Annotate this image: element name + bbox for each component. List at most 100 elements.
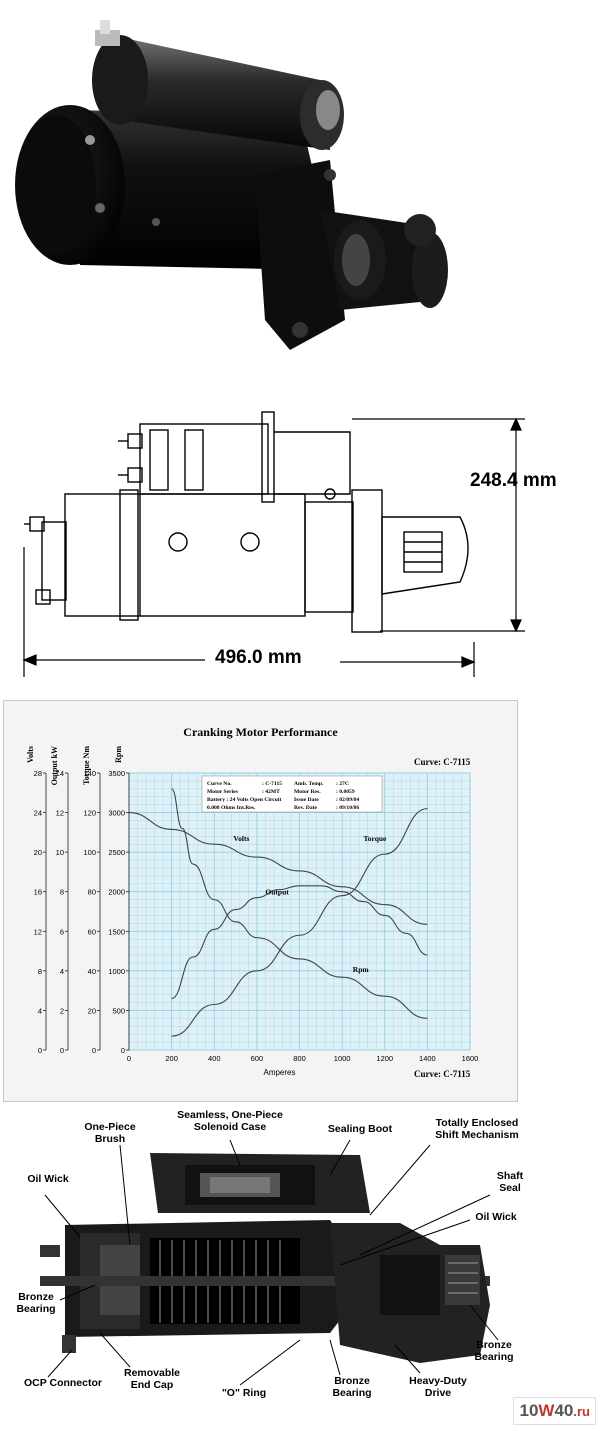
- chart-axes: 0481216202428024681012140204060801001201…: [34, 769, 479, 1077]
- torque-axis-tick-label: 120: [83, 809, 96, 818]
- height-dimension-label: 248.4 mm: [470, 470, 557, 491]
- wm-part-4: .ru: [573, 1403, 590, 1419]
- torque-axis-tick-label: 80: [88, 888, 96, 897]
- torque-axis-tick-label: 100: [83, 848, 96, 857]
- info-cell: Amb. Temp.: [294, 781, 324, 787]
- info-box-text: Curve No. : C-7115 Amb. Temp. : 27C Motor Se…: [207, 781, 359, 811]
- volts-axis-tick-label: 8: [38, 967, 42, 976]
- rpm-axis-tick-label: 3000: [108, 809, 125, 818]
- rpm-axis-tick-label: 1500: [108, 927, 125, 936]
- rpm-axis-tick-label: 3500: [108, 769, 125, 778]
- callout-bronze-bearing-right: Bronze Bearing: [474, 1339, 514, 1363]
- output-axis-tick-label: 4: [60, 967, 64, 976]
- series-output-line: [171, 885, 428, 1000]
- callout-bronze-bearing-bottom: Bronze Bearing: [332, 1375, 372, 1399]
- x-tick-label: 1600: [462, 1054, 479, 1063]
- info-cell: Curve No.: [207, 781, 232, 787]
- callout-end-cap: Removable End Cap: [123, 1367, 181, 1391]
- output-axis-tick-label: 8: [60, 888, 64, 897]
- x-tick-label: 0: [127, 1054, 131, 1063]
- rpm-axis-tick-label: 1000: [108, 967, 125, 976]
- x-tick-label: 1200: [376, 1054, 393, 1063]
- info-cell: Motor Res.: [294, 789, 321, 795]
- volts-axis-tick-label: 20: [34, 848, 42, 857]
- series-torque-label: Torque: [363, 834, 387, 843]
- wm-part-1: 10: [519, 1401, 539, 1420]
- callout-bronze-bearing-left: Bronze Bearing: [16, 1291, 56, 1315]
- volts-axis-tick-label: 24: [34, 809, 42, 818]
- output-axis-tick-label: 10: [56, 848, 64, 857]
- x-tick-label: 800: [293, 1054, 306, 1063]
- rpm-axis-tick-label: 500: [112, 1006, 125, 1015]
- performance-chart-panel: Cranking Motor Performance Curve: C-7115…: [3, 700, 518, 1102]
- callout-shaft-seal: Shaft Seal: [496, 1170, 524, 1194]
- series-rpm-label: Rpm: [353, 965, 370, 974]
- info-cell: : 42MT: [262, 789, 280, 795]
- series-output-label: Output: [265, 888, 289, 897]
- rpm-axis-tick-label: 0: [121, 1046, 125, 1055]
- torque-axis-tick-label: 40: [88, 967, 96, 976]
- info-cell: : C-7115: [262, 781, 282, 787]
- info-cell: : 09/10/86: [336, 805, 359, 811]
- x-tick-label: 200: [165, 1054, 178, 1063]
- callout-o-ring: "O" Ring: [221, 1387, 267, 1399]
- series-torque-line: [171, 808, 428, 1037]
- volts-axis-tick-label: 4: [38, 1006, 42, 1015]
- info-cell: Battery : 24 Volts Open Circuit: [207, 797, 281, 803]
- callout-heavy-duty-drive: Heavy-Duty Drive: [409, 1375, 467, 1399]
- cutaway-diagram: Seamless, One-Piece Solenoid Case One-Pi…: [0, 1105, 600, 1427]
- torque-axis-tick-label: 140: [83, 769, 96, 778]
- rpm-axis-tick-label: 2000: [108, 888, 125, 897]
- starter-cutaway-image: [40, 1139, 499, 1386]
- volts-axis-tick-label: 12: [34, 927, 42, 936]
- starter-motor-image: [15, 20, 448, 350]
- output-axis-tick-label: 0: [60, 1046, 64, 1055]
- output-axis-tick-label: 2: [60, 1006, 64, 1015]
- wm-part-2: W: [538, 1401, 555, 1420]
- x-tick-label: 1400: [419, 1054, 436, 1063]
- chart-title: Cranking Motor Performance: [183, 725, 338, 739]
- info-cell: : 27C: [336, 781, 349, 787]
- starter-outline-drawing: [22, 411, 525, 677]
- wm-part-3: 40: [554, 1401, 574, 1420]
- volts-axis-tick-label: 0: [38, 1046, 42, 1055]
- callout-shift-mechanism: Totally Enclosed Shift Mechanism: [435, 1117, 519, 1141]
- dimension-drawing: 248.4 mm 496.0 mm: [0, 372, 600, 690]
- info-cell: : 02/09/84: [336, 797, 359, 803]
- chart-grid: [128, 772, 471, 1051]
- x-tick-label: 400: [208, 1054, 221, 1063]
- x-tick-label: 600: [251, 1054, 264, 1063]
- torque-axis-tick-label: 20: [88, 1006, 96, 1015]
- output-axis-tick-label: 6: [60, 927, 64, 936]
- rpm-axis-tick-label: 2500: [108, 848, 125, 857]
- callout-brush: One-Piece Brush: [84, 1121, 136, 1145]
- output-axis-tick-label: 14: [56, 769, 64, 778]
- series-rpm-line: [171, 788, 428, 1019]
- performance-chart: 0481216202428024681012140204060801001201…: [34, 769, 479, 1077]
- info-box: [201, 775, 383, 813]
- chart-curves: [128, 788, 428, 1037]
- volts-axis-tick-label: 28: [34, 769, 42, 778]
- callout-sealing-boot: Sealing Boot: [327, 1123, 393, 1135]
- torque-axis-tick-label: 0: [92, 1046, 96, 1055]
- info-cell: Motor Series: [207, 789, 239, 795]
- output-axis-tick-label: 12: [56, 809, 64, 818]
- callout-oil-wick-left: Oil Wick: [27, 1173, 69, 1185]
- volts-axis-tick-label: 16: [34, 888, 42, 897]
- info-cell: 0.008 Ohms Int.Res.: [207, 805, 256, 811]
- series-volts-label: Volts: [233, 834, 249, 843]
- starter-photo: [0, 0, 600, 372]
- length-dimension-label: 496.0 mm: [215, 647, 302, 668]
- curve-id-top: Curve: C-7115: [414, 757, 471, 767]
- x-tick-label: 1000: [334, 1054, 351, 1063]
- series-volts-line: [128, 812, 428, 925]
- info-cell: Rev. Date: [294, 805, 318, 811]
- info-cell: : 0.0059: [336, 789, 355, 795]
- torque-axis-tick-label: 60: [88, 927, 96, 936]
- callout-ocp-connector: OCP Connector: [24, 1377, 102, 1389]
- callout-oil-wick-right: Oil Wick: [475, 1211, 517, 1223]
- curve-id-bottom: Curve: C-7115: [414, 1069, 471, 1079]
- x-axis-label: Amperes: [263, 1068, 295, 1077]
